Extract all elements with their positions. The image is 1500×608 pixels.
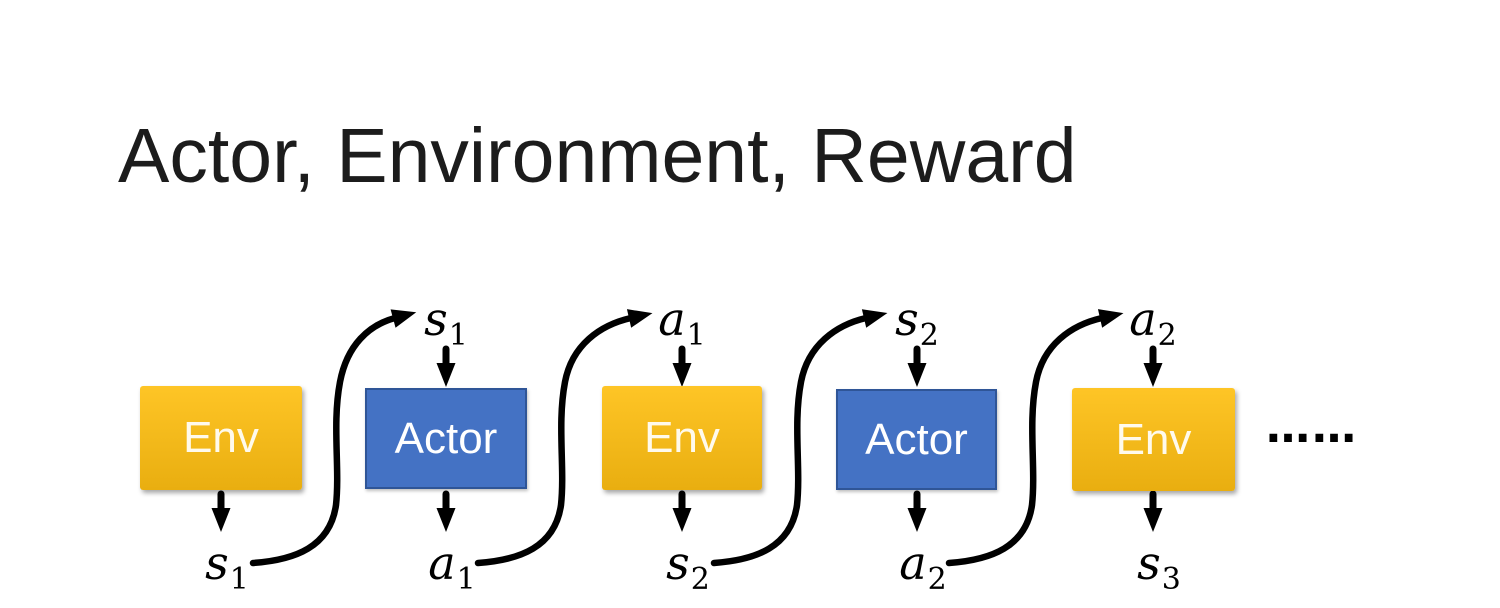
curved-arrow-s1-to-s1 [249,309,417,567]
bottom-label-s2-sub: 2 [690,562,710,597]
top-label-a1: a1 [632,296,732,351]
curved-arrow-a1-to-a1 [474,309,653,567]
actor-box-1: Actor [365,388,527,489]
bottom-label-s1-sub: 1 [229,562,249,597]
bottom-label-s3: s3 [1109,540,1209,595]
bottom-label-a2-base: a [899,536,927,590]
env-box-1: Env [140,386,302,490]
actor-box-1-label: Actor [394,413,498,463]
env-box-2-label: Env [644,413,720,462]
top-label-s2: s2 [867,296,967,351]
env-box-3: Env [1072,388,1235,491]
bottom-label-a2: a2 [873,540,973,595]
top-label-s1-sub: 1 [448,318,468,353]
top-label-a1-sub: 1 [686,318,706,353]
top-label-s2-base: s [895,292,919,346]
actor-box-2-label: Actor [865,414,968,464]
bottom-label-s1: s1 [177,540,277,595]
bottom-label-a2-sub: 2 [927,562,947,597]
top-label-s1-base: s [424,292,448,346]
env-box-2: Env [602,386,762,490]
bottom-label-s2: s2 [638,540,738,595]
bottom-label-s3-sub: 3 [1161,562,1181,597]
curved-arrow-s2-to-s2 [710,309,888,567]
actor-box-2: Actor [836,389,997,490]
bottom-label-s2-base: s [666,536,690,590]
bottom-label-a1-sub: 1 [456,562,476,597]
top-label-a1-base: a [658,292,686,346]
bottom-label-a1-base: a [428,536,456,590]
page-title: Actor, Environment, Reward [118,113,1077,199]
env-box-1-label: Env [183,413,259,462]
curved-arrow-a2-to-a2 [945,309,1124,567]
top-label-a2-base: a [1129,292,1157,346]
bottom-label-s3-base: s [1137,536,1161,590]
top-label-a2-sub: 2 [1157,318,1177,353]
bottom-label-a1: a1 [402,540,502,595]
bottom-label-s1-base: s [205,536,229,590]
top-label-s2-sub: 2 [919,318,939,353]
top-label-s1: s1 [396,296,496,351]
env-box-3-label: Env [1115,414,1192,464]
top-label-a2: a2 [1103,296,1203,351]
continuation-ellipsis: …… [1266,402,1358,453]
